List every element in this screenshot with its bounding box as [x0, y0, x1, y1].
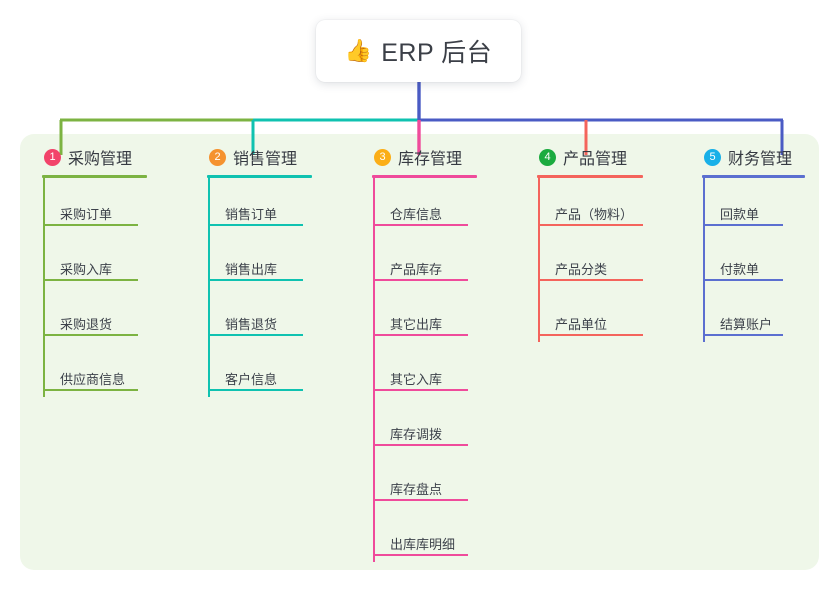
leaf-node-label: 付款单 — [720, 262, 760, 277]
leaf-node-underline — [373, 554, 468, 556]
leaf-node-label: 其它出库 — [390, 317, 443, 332]
leaf-node-underline — [208, 224, 303, 226]
branch-spine — [43, 178, 45, 397]
leaf-node-label: 采购退货 — [60, 317, 113, 332]
branch-header[interactable]: 4 产品管理 — [537, 146, 697, 168]
leaf-node-label: 采购订单 — [60, 207, 113, 222]
leaf-node-underline — [703, 334, 783, 336]
branch-title: 财务管理 — [728, 151, 793, 168]
branch-items: 回款单付款单结算账户 — [702, 178, 817, 369]
leaf-node-underline — [373, 499, 468, 501]
branch-underline — [372, 175, 477, 178]
leaf-node-label: 产品分类 — [555, 262, 608, 277]
leaf-node-underline — [373, 279, 468, 281]
leaf-node-underline — [703, 224, 783, 226]
branch-underline — [537, 175, 643, 178]
leaf-node-label: 供应商信息 — [60, 372, 126, 387]
leaf-node-label: 回款单 — [720, 207, 760, 222]
leaf-node-label: 结算账户 — [720, 317, 773, 332]
root-node-card[interactable]: 👍 ERP 后台 — [316, 20, 521, 82]
branch-header[interactable]: 2 销售管理 — [207, 146, 357, 168]
branch-title: 库存管理 — [398, 151, 463, 168]
branch-underline — [207, 175, 312, 178]
leaf-node-label: 产品库存 — [390, 262, 443, 277]
leaf-node-underline — [373, 444, 468, 446]
leaf-node-underline — [373, 389, 468, 391]
leaf-node-label: 库存调拨 — [390, 427, 443, 442]
branch-number-badge: 4 — [539, 148, 556, 166]
branch-spine — [208, 178, 210, 397]
branch-spine — [373, 178, 375, 562]
branch-items: 仓库信息产品库存其它出库其它入库库存调拨库存盘点出库库明细 — [372, 178, 522, 589]
leaf-node-underline — [538, 334, 643, 336]
leaf-node-label: 产品（物料） — [555, 207, 634, 222]
leaf-node-underline — [208, 279, 303, 281]
branch-underline — [702, 175, 805, 178]
leaf-node-underline — [538, 224, 643, 226]
leaf-node-label: 采购入库 — [60, 262, 113, 277]
leaf-node-label: 产品单位 — [555, 317, 608, 332]
leaf-node-underline — [43, 224, 138, 226]
branch-header[interactable]: 3 库存管理 — [372, 146, 522, 168]
branch-column-product: 4 产品管理 产品（物料） 产品分类产品单位 — [537, 146, 697, 369]
leaf-node-underline — [208, 389, 303, 391]
leaf-node-underline — [43, 279, 138, 281]
thumbs-up-icon: 👍 — [344, 38, 373, 63]
leaf-node-label: 仓库信息 — [390, 207, 443, 222]
branches-panel — [20, 134, 819, 570]
branch-header[interactable]: 1 采购管理 — [42, 146, 192, 168]
branch-column-purchasing: 1 采购管理 采购订单采购入库采购退货供应商信息 — [42, 146, 192, 424]
branch-spine — [703, 178, 705, 342]
branch-items: 产品（物料） 产品分类产品单位 — [537, 178, 697, 369]
branch-number-badge: 1 — [44, 148, 61, 166]
leaf-node-label: 其它入库 — [390, 372, 443, 387]
leaf-node-underline — [43, 389, 138, 391]
branch-title: 产品管理 — [563, 151, 628, 168]
branch-number-badge: 2 — [209, 148, 226, 166]
leaf-node-underline — [373, 334, 468, 336]
branch-underline — [42, 175, 147, 178]
leaf-node-underline — [208, 334, 303, 336]
branch-spine — [538, 178, 540, 342]
root-node-title: ERP 后台 — [381, 39, 493, 67]
branch-column-finance: 5 财务管理 回款单付款单结算账户 — [702, 146, 817, 369]
leaf-node-label: 销售出库 — [225, 262, 278, 277]
leaf-node-label: 销售订单 — [225, 207, 278, 222]
leaf-node-label: 出库库明细 — [390, 537, 456, 552]
leaf-node-label: 库存盘点 — [390, 482, 443, 497]
branch-header[interactable]: 5 财务管理 — [702, 146, 817, 168]
branch-title: 采购管理 — [68, 151, 133, 168]
branch-number-badge: 3 — [374, 148, 391, 166]
leaf-node-label: 客户信息 — [225, 372, 278, 387]
branch-column-inventory: 3 库存管理 仓库信息产品库存其它出库其它入库库存调拨库存盘点出库库明细 — [372, 146, 522, 589]
branch-column-sales: 2 销售管理 销售订单销售出库销售退货客户信息 — [207, 146, 357, 424]
leaf-node-underline — [43, 334, 138, 336]
branch-items: 采购订单采购入库采购退货供应商信息 — [42, 178, 192, 424]
branch-number-badge: 5 — [704, 148, 721, 166]
leaf-node-underline — [703, 279, 783, 281]
leaf-node-underline — [373, 224, 468, 226]
branch-items: 销售订单销售出库销售退货客户信息 — [207, 178, 357, 424]
branch-title: 销售管理 — [233, 151, 298, 168]
leaf-node-underline — [538, 279, 643, 281]
leaf-node-label: 销售退货 — [225, 317, 278, 332]
